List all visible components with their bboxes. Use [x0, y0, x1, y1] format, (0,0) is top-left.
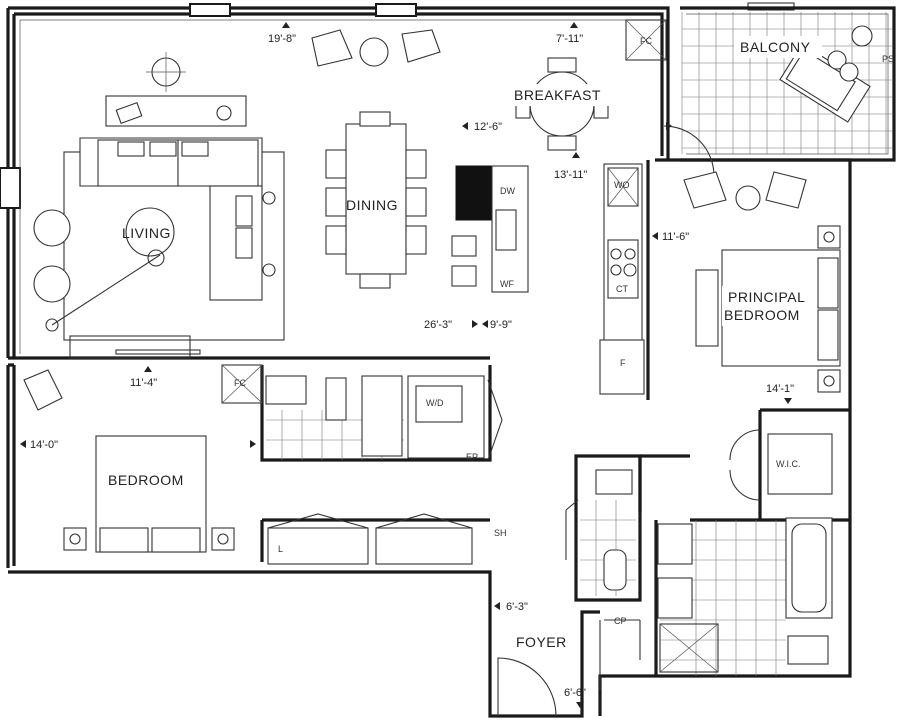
tag-dw: DW	[500, 186, 515, 196]
closet-1	[267, 527, 369, 565]
tag-fc-top: FC	[640, 36, 652, 46]
exterior-walls	[0, 3, 852, 718]
tag-sh: SH	[494, 528, 507, 538]
foyer-door	[497, 619, 641, 717]
dim-principal-width: 14'-1"	[766, 383, 794, 395]
room-label-breakfast: BREAKFAST	[514, 87, 601, 103]
dim-breakfast-width: 7'-11"	[556, 33, 583, 45]
room-label-balcony: BALCONY	[740, 39, 811, 55]
toilet	[787, 635, 829, 665]
bench	[695, 269, 719, 347]
room-label-bedroom: BEDROOM	[108, 472, 184, 488]
tag-ep: EP	[466, 452, 478, 462]
balcony-area	[680, 2, 896, 162]
walk-in-closet	[690, 408, 850, 522]
secondary-bedroom	[23, 364, 490, 565]
tub	[361, 375, 403, 457]
dim-dining-depth: 12'-6"	[474, 121, 502, 133]
second-bathroom	[260, 365, 503, 462]
room-label-living: LIVING	[122, 225, 171, 241]
tag-fc-bedroom: FC	[234, 378, 246, 388]
dim-foyer-width: 6'-3"	[506, 601, 528, 613]
room-label-principal-bedroom: BEDROOM	[724, 307, 800, 323]
dim-kitchen-length: 9'-9"	[490, 319, 512, 331]
closet-2	[375, 527, 473, 565]
dining-table	[345, 123, 407, 275]
tag-wo: WO	[614, 180, 630, 190]
tag-l: L	[278, 544, 283, 554]
fc-closet	[625, 19, 667, 61]
tag-wf: WF	[500, 279, 514, 289]
powder-room	[565, 454, 642, 602]
dim-living-width: 19'-8"	[268, 33, 296, 45]
dim-foyer-depth: 6'-6"	[564, 687, 586, 699]
room-label-wic: W.I.C.	[776, 459, 801, 469]
dim-breakfast-depth: 13'-11"	[554, 169, 587, 181]
media-unit	[69, 335, 191, 359]
living-room	[33, 52, 285, 359]
kitchen-island	[451, 165, 529, 293]
ensuite-bath	[638, 454, 833, 676]
tag-f: F	[620, 358, 626, 368]
dim-living-length: 26'-3"	[424, 319, 452, 331]
dim-bedroom-depth: 14'-0"	[30, 439, 58, 451]
bathtub	[785, 517, 833, 619]
room-label-principal: PRINCIPAL	[728, 289, 805, 305]
balcony-side-table	[827, 50, 847, 70]
tag-wd: W/D	[426, 398, 444, 408]
fridge	[599, 339, 645, 395]
room-label-dining: DINING	[346, 197, 398, 213]
armchair	[33, 209, 71, 247]
tag-ct: CT	[616, 284, 628, 294]
shower	[659, 623, 719, 673]
lounge-chairs-top	[311, 29, 441, 67]
kitchen-counter	[599, 163, 645, 395]
arc-lamp	[51, 254, 161, 326]
cooktop	[607, 239, 639, 299]
tag-cp: CP	[614, 616, 627, 626]
room-label-foyer: FOYER	[516, 634, 567, 650]
laundry	[407, 375, 485, 459]
dim-principal-depth: 11'-6"	[662, 231, 689, 243]
dining-area	[311, 29, 441, 289]
dim-bedroom-width: 11'-4"	[130, 377, 157, 389]
principal-bedroom	[683, 171, 841, 393]
tag-ps: PS	[882, 54, 894, 64]
